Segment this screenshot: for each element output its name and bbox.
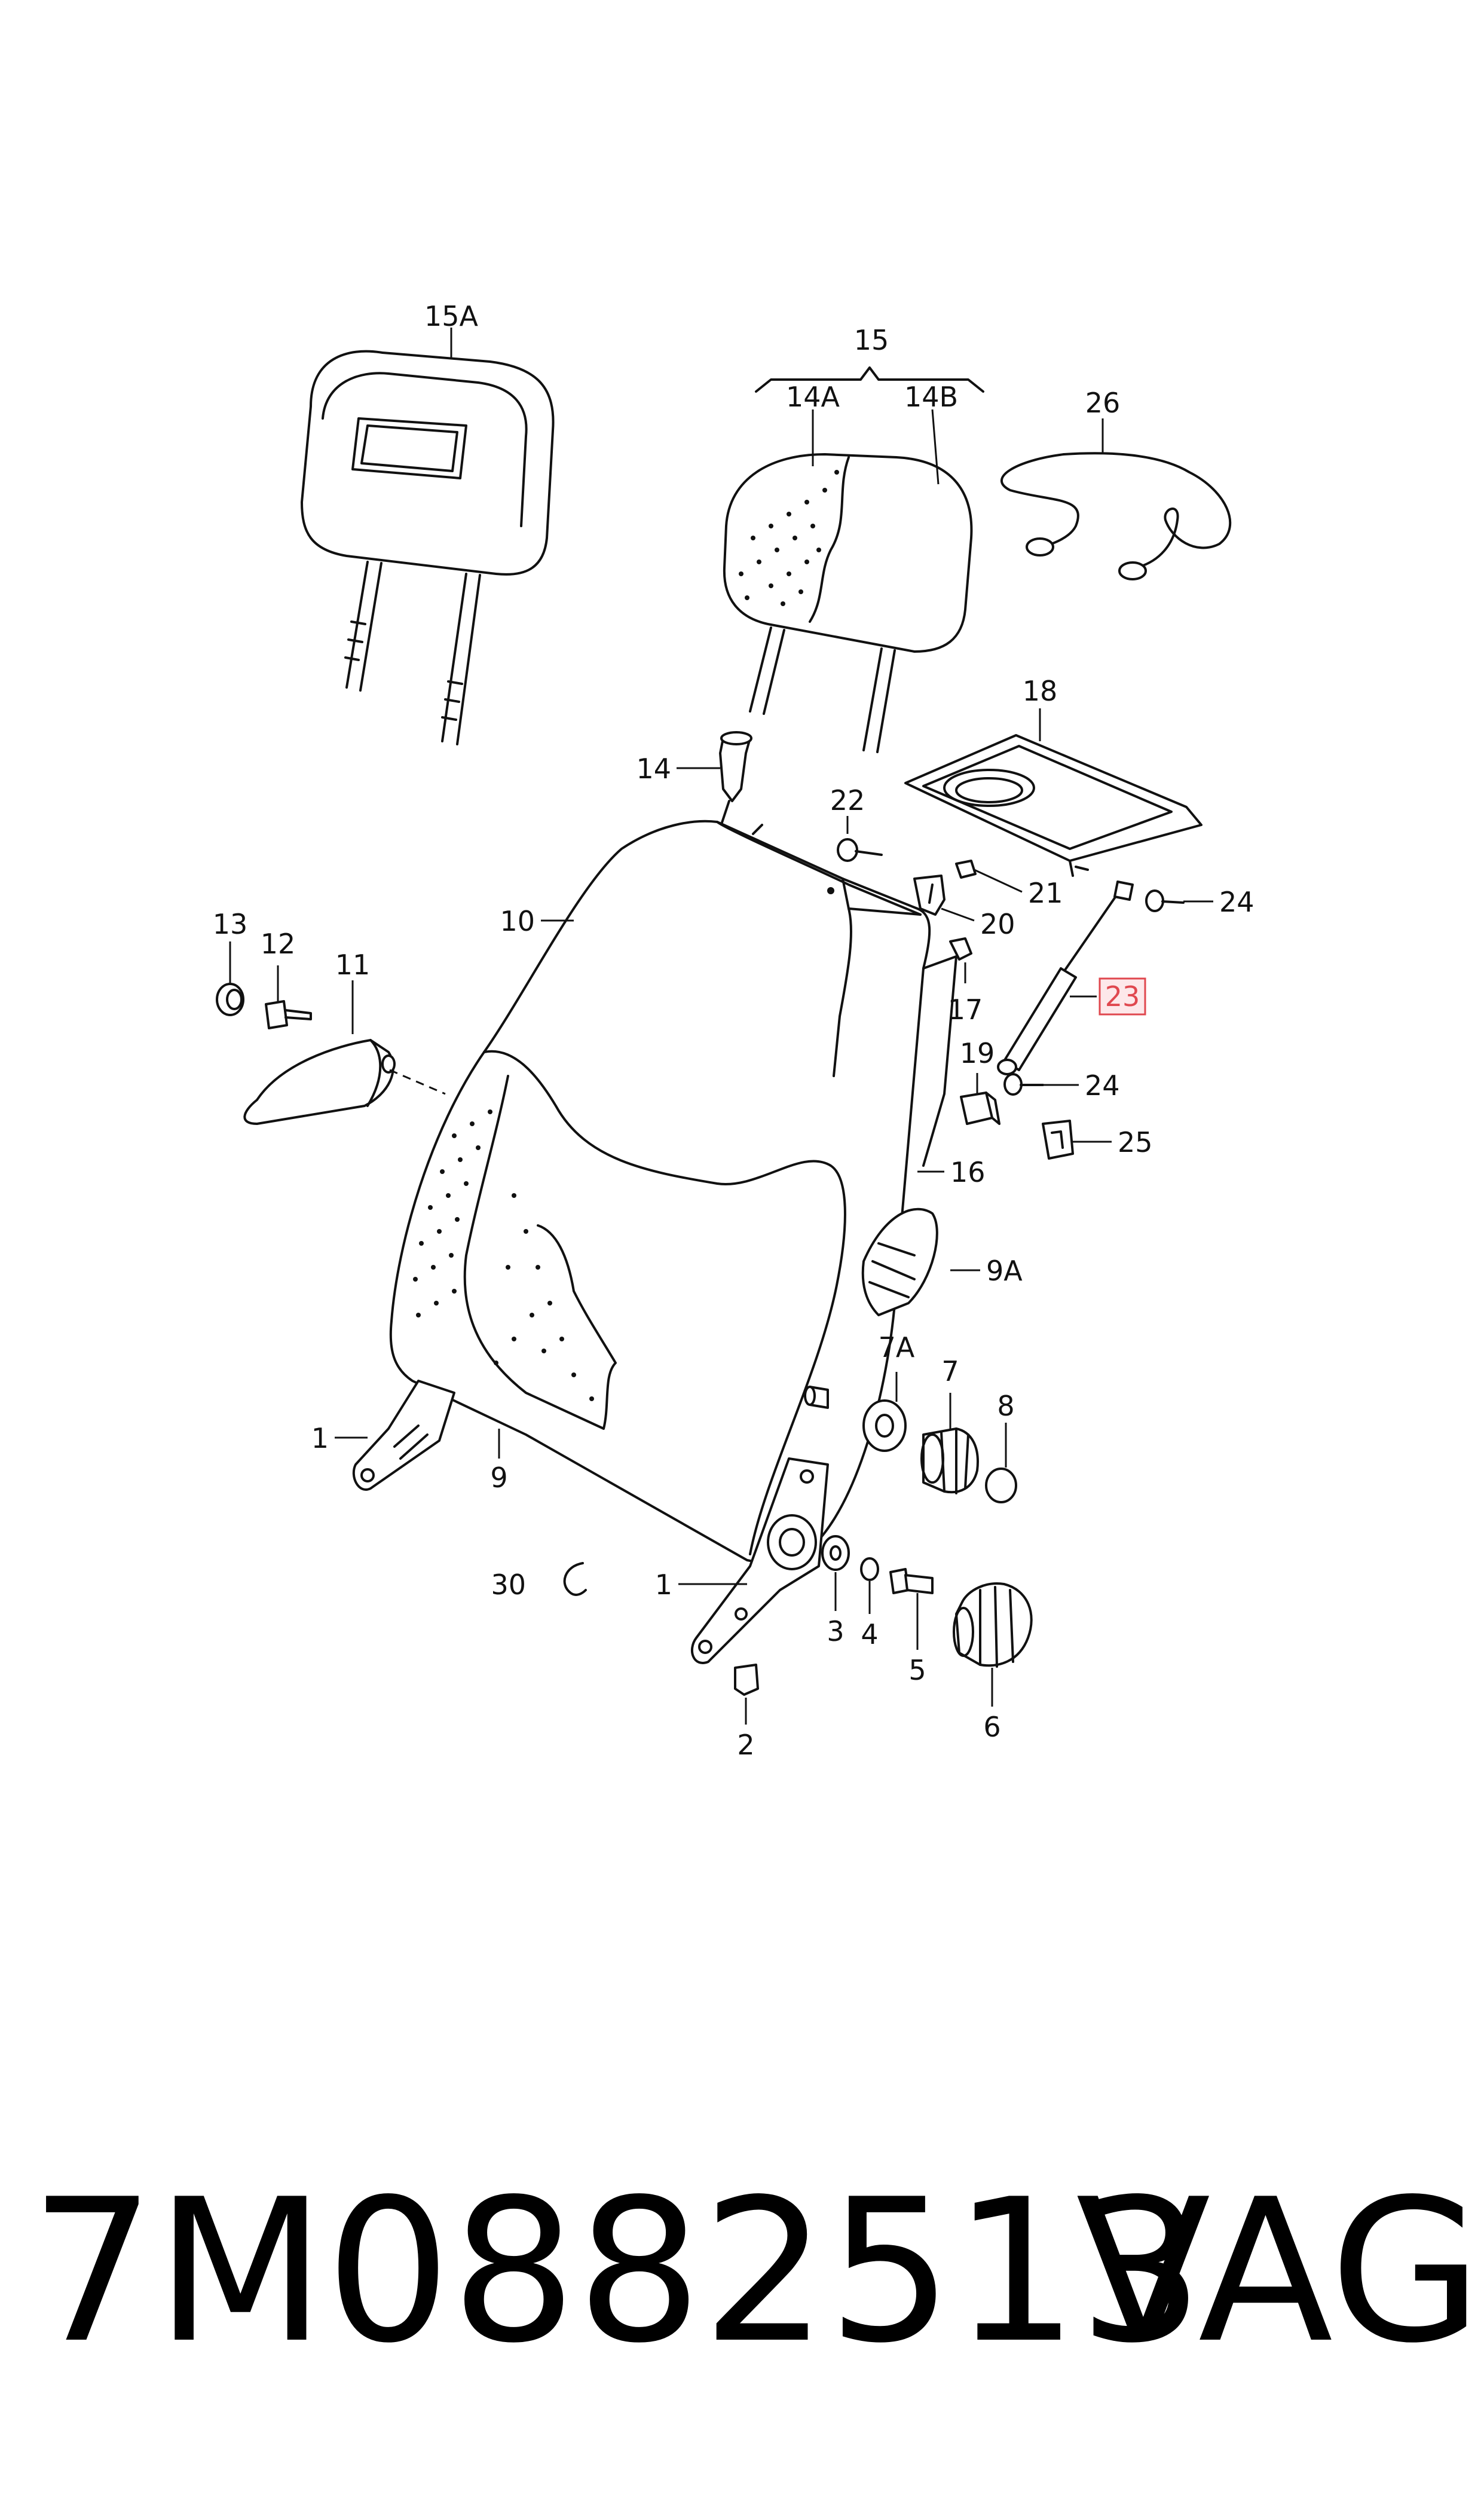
- headrest-guide-14: [719, 731, 752, 829]
- callout-30[interactable]: 30: [491, 1569, 526, 1601]
- seat-backrest-exploded-diagram: 15A 15 14A 14B 26 18 14 22 21 20 24 10 1…: [213, 300, 1254, 1761]
- backrest-frame-10: [389, 820, 957, 1567]
- callout-9[interactable]: 9: [490, 1462, 507, 1494]
- clip-2: [734, 1664, 759, 1696]
- callout-22[interactable]: 22: [830, 784, 865, 817]
- callout-17[interactable]: 17: [948, 993, 983, 1026]
- cap-8: [985, 1468, 1017, 1503]
- pin-21: [955, 860, 977, 879]
- headrest-15a: [301, 350, 555, 745]
- bolt-5: [889, 1568, 934, 1594]
- callout-15a[interactable]: 15A: [424, 300, 479, 332]
- callout-7[interactable]: 7: [941, 1355, 959, 1387]
- callout-18[interactable]: 18: [1023, 675, 1058, 707]
- callout-6[interactable]: 6: [983, 1711, 1000, 1743]
- callout-5[interactable]: 5: [908, 1654, 926, 1686]
- storage-tray-18: [904, 734, 1203, 877]
- callout-14a[interactable]: 14A: [786, 381, 840, 413]
- bracket-20: [913, 875, 946, 916]
- callout-1-left[interactable]: 1: [311, 1422, 329, 1454]
- callout-25[interactable]: 25: [1118, 1126, 1153, 1158]
- callout-26[interactable]: 26: [1085, 387, 1121, 419]
- screw-22: [837, 838, 883, 862]
- clip-25: [1042, 1120, 1074, 1160]
- callout-21[interactable]: 21: [1028, 877, 1063, 909]
- callout-19[interactable]: 19: [960, 1037, 995, 1069]
- part-number: 7M0882513: [30, 2157, 1204, 2386]
- callout-7a[interactable]: 7A: [879, 1331, 915, 1364]
- clip-17: [949, 937, 972, 961]
- washer-3: [821, 1535, 850, 1571]
- callout-4[interactable]: 4: [861, 1618, 878, 1650]
- brand-label: VAG: [1076, 2157, 1483, 2386]
- side-trim-9a: [861, 1207, 938, 1316]
- callout-15[interactable]: 15: [854, 324, 889, 356]
- armrest-11: [243, 1039, 396, 1125]
- headrest-15: [723, 453, 973, 753]
- cable-26: [1000, 452, 1232, 580]
- washer-7a: [862, 1399, 907, 1452]
- callout-20[interactable]: 20: [980, 908, 1015, 940]
- callout-12[interactable]: 12: [261, 928, 296, 960]
- recliner-hinge-1-right: [690, 1457, 829, 1664]
- callout-1-right[interactable]: 1: [655, 1569, 672, 1601]
- callout-2[interactable]: 2: [737, 1729, 754, 1761]
- hinge-1-left: [352, 1380, 455, 1491]
- callout-14b[interactable]: 14B: [904, 381, 958, 413]
- cap-13: [216, 983, 244, 1016]
- highlight-box-23: [1099, 977, 1146, 1016]
- backrest-perforation: [413, 1109, 594, 1401]
- callout-13[interactable]: 13: [213, 908, 248, 940]
- callout-9a[interactable]: 9A: [986, 1255, 1023, 1287]
- callout-8[interactable]: 8: [997, 1390, 1014, 1422]
- callout-23[interactable]: 23: [1105, 980, 1140, 1013]
- callout-14[interactable]: 14: [636, 753, 671, 785]
- circlip-30: [563, 1562, 587, 1596]
- bolt-12: [265, 1000, 312, 1029]
- callout-24-lower[interactable]: 24: [1085, 1069, 1120, 1102]
- callout-24-upper[interactable]: 24: [1219, 886, 1254, 918]
- headrest-perforation: [739, 470, 839, 606]
- group-bracket-15: [755, 366, 984, 393]
- pin-7a-small: [804, 1386, 829, 1409]
- leader-lines: [229, 328, 1213, 1725]
- knob-6: [953, 1582, 1033, 1668]
- callout-3[interactable]: 3: [827, 1615, 844, 1647]
- washer-4: [860, 1557, 879, 1581]
- callout-11[interactable]: 11: [335, 949, 371, 981]
- bolt-24-upper: [1145, 889, 1185, 912]
- knob-7: [920, 1427, 979, 1494]
- callout-16[interactable]: 16: [950, 1156, 986, 1188]
- leader-armrest: [389, 1069, 446, 1095]
- gas-strut-23: [997, 881, 1134, 1075]
- clip-19: [960, 1092, 1000, 1125]
- bolt-24-lower: [1003, 1073, 1044, 1096]
- callout-10[interactable]: 10: [500, 905, 535, 937]
